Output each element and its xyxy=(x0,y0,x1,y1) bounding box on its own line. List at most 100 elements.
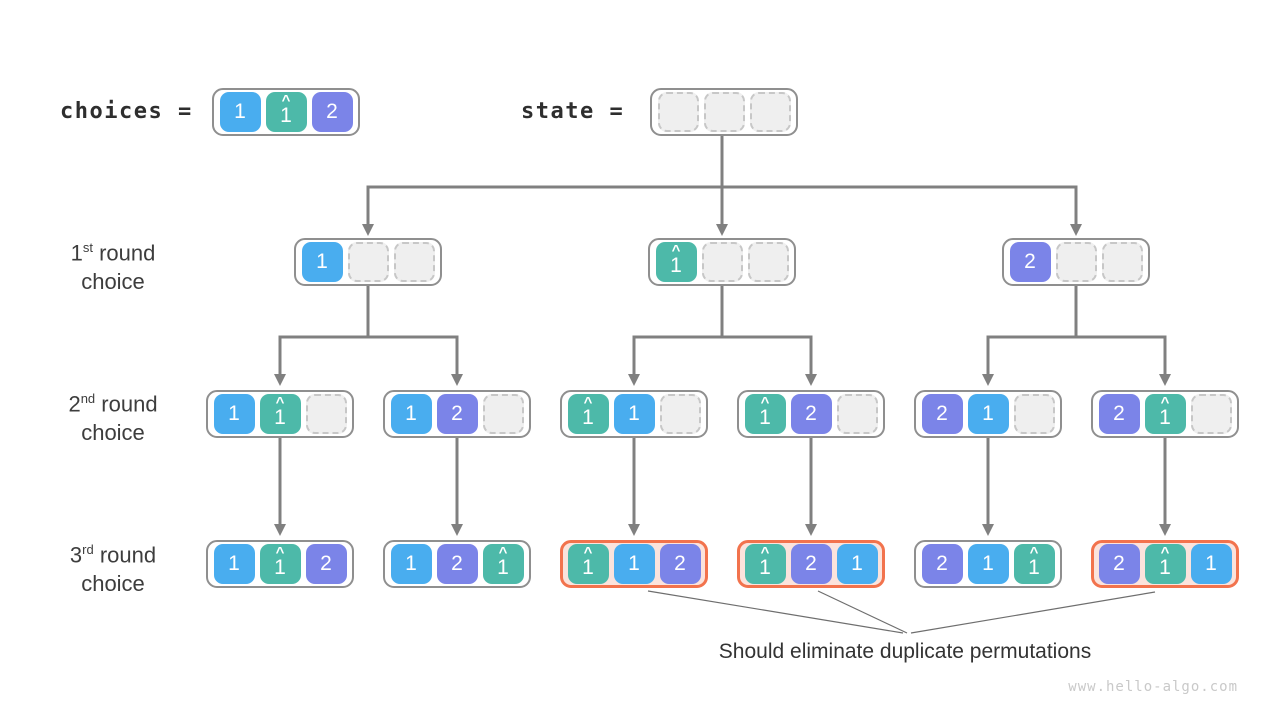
ordinal-suffix: nd xyxy=(80,391,96,406)
hat-mark: ^ xyxy=(498,543,508,561)
cell-1-hat: ^1 xyxy=(259,543,301,584)
hat-mark: ^ xyxy=(671,241,681,259)
cell-1-hat: ^1 xyxy=(1144,394,1186,434)
cell-1: 1 xyxy=(1190,544,1232,584)
digit: 1 xyxy=(1028,555,1040,579)
digit: 1 xyxy=(759,405,771,429)
cell-1-hat: ^1 xyxy=(1013,543,1055,584)
choices-label: choices = xyxy=(60,99,193,124)
duplicate-note: Should eliminate duplicate permutations xyxy=(718,640,1092,663)
round-number: 3 xyxy=(69,542,83,568)
digit: 1 xyxy=(274,405,286,429)
cell-1: 1 xyxy=(219,92,261,132)
choice-word: choice xyxy=(81,420,145,446)
cell-1-hat: ^1 xyxy=(259,393,301,434)
cell-2: 2 xyxy=(436,394,478,434)
row-label-1st-round: 1st round choice xyxy=(28,233,198,296)
hat-mark: ^ xyxy=(583,543,593,561)
digit: 1 xyxy=(582,555,594,579)
digit: 1 xyxy=(759,555,771,579)
cell-1: 1 xyxy=(213,544,255,584)
empty-cell xyxy=(347,242,389,282)
hat-mark: ^ xyxy=(281,91,291,109)
cell-1-hat: ^1 xyxy=(1144,544,1186,584)
digit: 1 xyxy=(274,555,286,579)
cell-2: 2 xyxy=(790,544,832,584)
empty-cell xyxy=(1055,242,1097,282)
round-number: 1 xyxy=(70,240,83,266)
empty-cell xyxy=(1013,394,1055,434)
state-node: 1^1 xyxy=(206,390,354,438)
choice-word: choice xyxy=(81,571,145,597)
hat-mark: ^ xyxy=(583,393,593,411)
cell-1-hat: ^1 xyxy=(655,241,697,282)
cell-1-hat: ^1 xyxy=(567,543,609,584)
cell-2: 2 xyxy=(921,544,963,584)
empty-cell xyxy=(1190,394,1232,434)
round-word: round xyxy=(101,391,158,417)
empty-cell xyxy=(836,394,878,434)
digit: 1 xyxy=(1159,555,1171,579)
cell-2: 2 xyxy=(1098,394,1140,434)
round-number: 2 xyxy=(68,391,81,417)
empty-cell xyxy=(305,394,347,434)
empty-cell xyxy=(657,92,699,132)
round-word: round xyxy=(99,542,157,568)
state-node: 2 1^1 xyxy=(914,540,1062,588)
ordinal-suffix: rd xyxy=(82,542,94,557)
empty-cell xyxy=(749,92,791,132)
ordinal-suffix: st xyxy=(82,240,93,255)
empty-cell xyxy=(703,92,745,132)
cell-2: 2 xyxy=(436,544,478,584)
cell-1-hat: ^1 xyxy=(744,543,786,584)
hat-mark: ^ xyxy=(760,393,770,411)
cell-2: 2 xyxy=(790,394,832,434)
state-node: 1 xyxy=(294,238,442,286)
state-label: state = xyxy=(521,99,625,124)
cell-1: 1 xyxy=(613,544,655,584)
empty-cell xyxy=(747,242,789,282)
hat-mark: ^ xyxy=(760,543,770,561)
empty-cell xyxy=(1101,242,1143,282)
digit: 1 xyxy=(582,405,594,429)
watermark: www.hello-algo.com xyxy=(1068,679,1238,695)
empty-cell xyxy=(701,242,743,282)
cell-2: 2 xyxy=(305,544,347,584)
state-node: 2^1 xyxy=(1091,390,1239,438)
digit: 1 xyxy=(670,253,682,277)
cell-1-hat: ^1 xyxy=(265,91,307,132)
cell-1: 1 xyxy=(613,394,655,434)
choice-word: choice xyxy=(81,269,145,295)
cell-1: 1 xyxy=(213,394,255,434)
cell-1: 1 xyxy=(390,544,432,584)
cell-1: 1 xyxy=(836,544,878,584)
round-word: round xyxy=(99,240,156,266)
state-array-empty xyxy=(650,88,798,136)
tree-connectors xyxy=(274,136,1171,536)
cell-2: 2 xyxy=(921,394,963,434)
hat-mark: ^ xyxy=(275,543,285,561)
cell-2: 2 xyxy=(1098,544,1140,584)
cell-1-hat: ^1 xyxy=(744,393,786,434)
row-label-3rd-round: 3rd round choice xyxy=(28,535,198,598)
hat-mark: ^ xyxy=(275,393,285,411)
empty-cell xyxy=(482,394,524,434)
state-node: ^1 xyxy=(648,238,796,286)
state-node: 2 xyxy=(1002,238,1150,286)
hat-mark: ^ xyxy=(1029,543,1039,561)
row-label-2nd-round: 2nd round choice xyxy=(28,384,198,447)
cell-2: 2 xyxy=(311,92,353,132)
cell-1: 1 xyxy=(390,394,432,434)
cell-1-hat: ^1 xyxy=(482,543,524,584)
empty-cell xyxy=(393,242,435,282)
